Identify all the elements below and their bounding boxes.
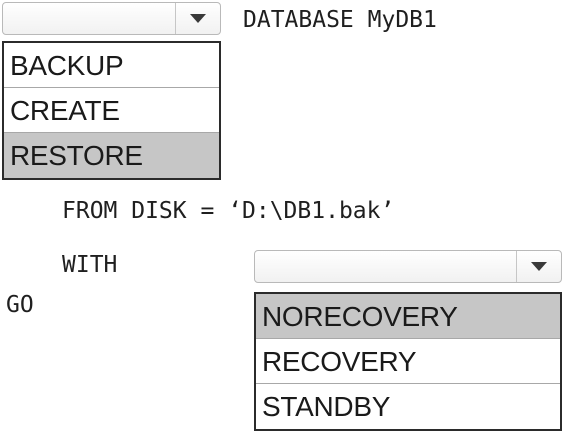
option-create[interactable]: CREATE <box>4 88 219 133</box>
action-option-list: BACKUP CREATE RESTORE <box>2 41 221 180</box>
option-recovery[interactable]: RECOVERY <box>256 339 560 384</box>
action-dropdown-arrow[interactable] <box>175 3 220 34</box>
option-standby[interactable]: STANDBY <box>262 391 391 422</box>
action-dropdown[interactable] <box>2 2 221 35</box>
option-norecovery[interactable]: NORECOVERY <box>256 294 560 339</box>
triangle-down-icon <box>531 262 547 271</box>
triangle-down-icon <box>190 14 206 23</box>
from-disk-line: FROM DISK = ‘D:\DB1.bak’ <box>62 198 395 224</box>
go-keyword: GO <box>6 292 34 318</box>
recovery-dropdown[interactable] <box>254 250 562 283</box>
with-keyword: WITH <box>62 252 118 278</box>
database-keyword-line: DATABASE MyDB1 <box>243 7 437 33</box>
recovery-dropdown-arrow[interactable] <box>516 251 561 282</box>
option-backup[interactable]: BACKUP <box>4 43 219 88</box>
recovery-option-list: NORECOVERY RECOVERY STANDBY <box>254 292 562 431</box>
option-restore[interactable]: RESTORE <box>4 133 219 178</box>
